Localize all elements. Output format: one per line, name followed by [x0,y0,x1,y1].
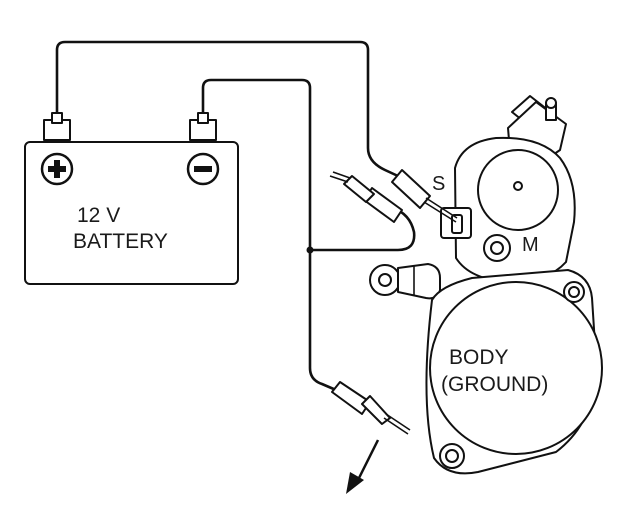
probe-wire-upper [308,206,416,252]
battery-voltage-label: 12 V [77,204,120,227]
battery: 12 V BATTERY [24,112,239,285]
terminal-m-label: M [522,234,539,256]
motor-face [429,281,603,455]
ground-label: (GROUND) [441,373,548,396]
negative-terminal-icon [186,152,220,186]
starter-motor: S M BODY (GROUND) [369,95,603,475]
positive-terminal-icon [40,152,74,186]
wire-junction [306,246,314,254]
ground-direction-arrow-icon [346,439,380,494]
s-terminal-connector [391,169,458,223]
test-probe-upper [329,171,403,223]
probe-wire-lower [308,248,338,392]
battery-case [24,141,239,285]
test-probe-lower [331,381,411,435]
negative-wire [201,78,312,252]
body-label: BODY [449,346,509,369]
ground-lug [369,263,441,300]
battery-label: BATTERY [73,230,168,253]
positive-wire [55,40,400,178]
terminal-s-label: S [432,173,445,195]
